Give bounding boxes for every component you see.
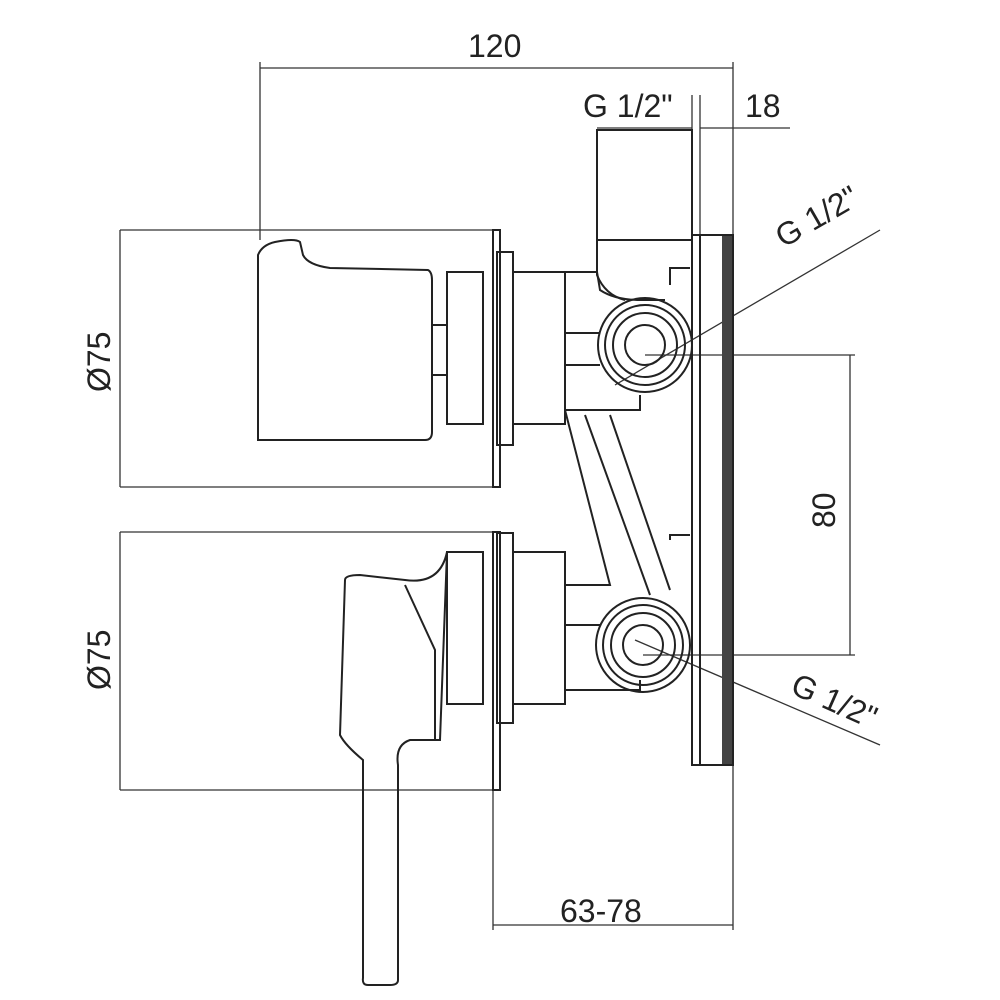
dim-overall-width: 120 bbox=[468, 28, 522, 64]
dim-diameter-lower: Ø75 bbox=[81, 629, 117, 690]
lower-inlet-fitting bbox=[595, 597, 691, 693]
upper-handle bbox=[257, 239, 433, 441]
upper-escutcheon bbox=[120, 229, 566, 488]
dim-plate-thickness: 18 bbox=[745, 88, 781, 124]
dim-depth-range: 63-78 bbox=[560, 893, 642, 929]
lower-lever-handle bbox=[338, 551, 448, 986]
dim-centre-distance: 80 bbox=[806, 492, 842, 528]
dim-diameter-upper: Ø75 bbox=[81, 331, 117, 392]
valve-body bbox=[564, 129, 734, 766]
dimension-lines bbox=[119, 62, 881, 930]
lower-escutcheon bbox=[120, 531, 566, 791]
dim-inlet-thread-top: G 1/2" bbox=[583, 88, 673, 124]
upper-inlet-fitting bbox=[597, 297, 693, 393]
